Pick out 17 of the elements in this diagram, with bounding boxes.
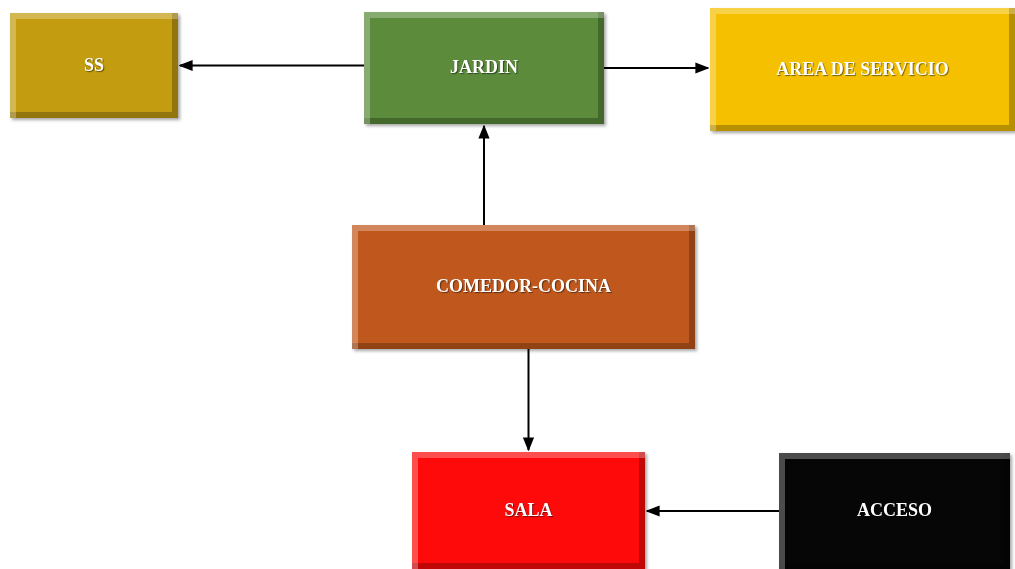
room-label: SS — [84, 54, 104, 77]
room-label: AREA DE SERVICIO — [776, 58, 949, 81]
arrow — [522, 348, 535, 452]
room-box — [364, 12, 604, 124]
arrow — [178, 59, 365, 72]
room-box — [710, 8, 1015, 131]
room-box — [412, 452, 645, 569]
room-box — [779, 453, 1010, 569]
room-label: JARDIN — [450, 57, 518, 79]
room-box — [10, 13, 178, 118]
room-label: ACCESO — [857, 500, 932, 522]
room-label: SALA — [504, 499, 553, 522]
arrow — [645, 505, 780, 517]
room-label: COMEDOR-COCINA — [436, 276, 611, 298]
arrow — [603, 62, 710, 74]
arrow — [478, 124, 490, 226]
room-box — [352, 225, 695, 349]
